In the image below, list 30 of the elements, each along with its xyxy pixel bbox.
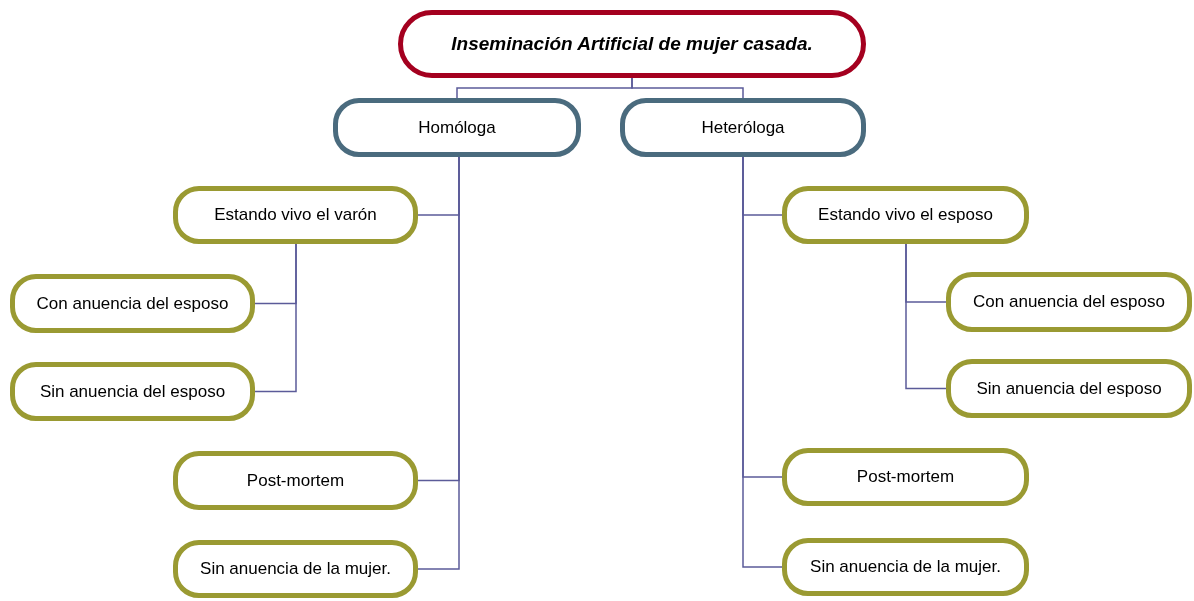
connector-line (417, 156, 460, 570)
category-box (946, 272, 1192, 332)
category-box (173, 451, 418, 510)
node-label: Estando vivo el varón (213, 205, 378, 225)
category-box (946, 359, 1192, 418)
node-label: Homóloga (417, 117, 497, 138)
node-label: Post-mortem (245, 470, 346, 491)
category-box (782, 538, 1029, 596)
node-label: Sin anuencia de la mujer. (199, 559, 392, 579)
category-box (333, 98, 581, 157)
node-label: Sin anuencia del esposo (38, 381, 227, 402)
node-label: Con anuencia del esposo (972, 292, 1166, 312)
connector-line (631, 77, 744, 99)
category-box (782, 448, 1029, 506)
node-label: Con anuencia del esposo (35, 293, 230, 314)
node-label: Sin anuencia de la mujer. (809, 557, 1002, 577)
category-box (620, 98, 866, 157)
node-label: Inseminación Artificial de mujer casada. (450, 33, 814, 55)
connector-line (905, 243, 947, 390)
category-box (173, 186, 418, 244)
node-label: Post-mortem (855, 467, 956, 487)
connector-line (742, 156, 783, 568)
node-label: Estando vivo el esposo (817, 205, 994, 225)
category-box (10, 362, 255, 421)
category-box (173, 540, 418, 598)
node-label: Sin anuencia del esposo (975, 378, 1163, 399)
category-box (782, 186, 1029, 244)
node-label: Heteróloga (700, 117, 786, 138)
category-box (10, 274, 255, 333)
connector-line (254, 243, 297, 393)
